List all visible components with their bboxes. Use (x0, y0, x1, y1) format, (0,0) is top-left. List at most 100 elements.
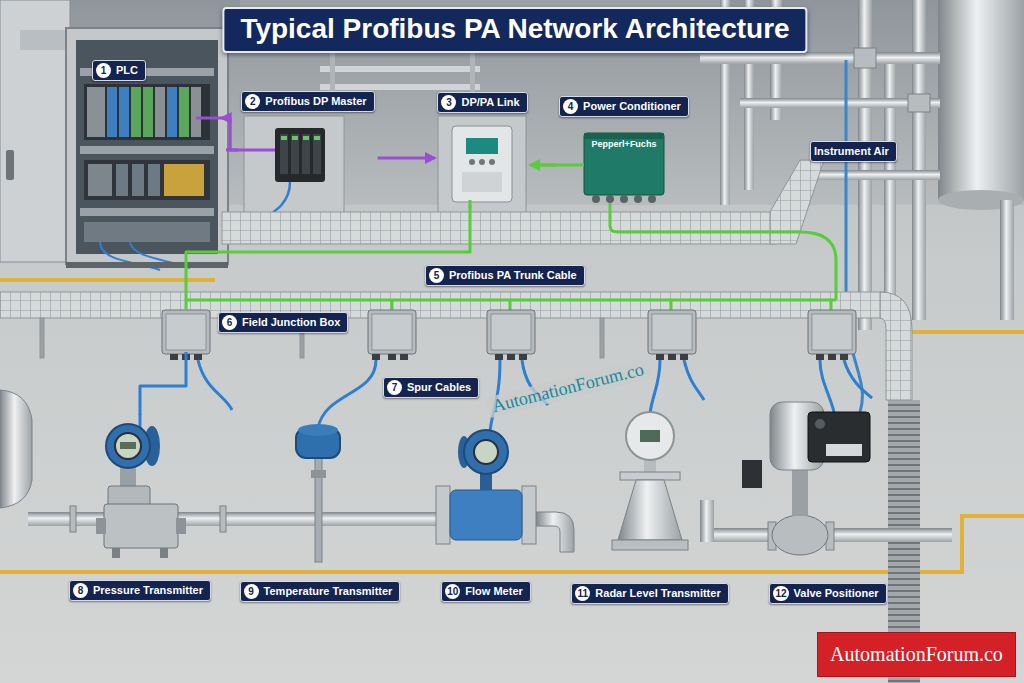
pressure-transmitter (112, 548, 120, 558)
junction-box (652, 314, 692, 350)
equipment-node: 2Profibus DP Master (238, 91, 377, 185)
pipework (800, 170, 940, 180)
callout-tag: 1 PLC (92, 60, 146, 81)
pipework (700, 0, 1024, 412)
dp-master-module (281, 136, 287, 140)
part-label: Valve Positioner (794, 586, 879, 601)
callout-label: Spur Cables (407, 380, 471, 395)
flow-meter (464, 430, 508, 474)
junction-box (680, 354, 688, 360)
radar-level-transmitter (618, 480, 682, 540)
dp-pa-link-unit (452, 126, 512, 202)
junction-box (170, 354, 178, 360)
power-conditioner-unit (584, 133, 664, 195)
dp-pa-link-unit (479, 159, 485, 165)
callout-number: 10 (445, 584, 460, 599)
equipment-node: 4Power ConditionerPepperl+Fuchs (556, 96, 692, 198)
side-cabinet (6, 150, 14, 180)
pressure-transmitter (160, 548, 168, 558)
plc-cabinet (76, 40, 218, 254)
spur-cable (140, 360, 872, 432)
plc-cabinet (116, 164, 128, 196)
plc-cabinet (131, 87, 141, 137)
temperature-transmitter (298, 424, 338, 436)
spur-cable (650, 360, 660, 414)
part-label: Flow Meter (465, 584, 522, 599)
dp-master-module (292, 136, 298, 140)
junction-box (828, 354, 836, 360)
callout-tag: 11Radar Level Transmitter (571, 583, 728, 604)
pipework (912, 0, 926, 320)
dp-pa-link-unit (462, 172, 502, 192)
junction-box (648, 310, 696, 354)
radar-level-transmitter (626, 412, 674, 460)
power-conditioner-unit (606, 195, 614, 203)
temperature-transmitter (296, 424, 340, 562)
callout-tag: 2Profibus DP Master (241, 91, 374, 112)
back-wall (320, 66, 480, 72)
junction-box (840, 354, 848, 360)
pressure-transmitter (115, 433, 141, 459)
network-connector (531, 164, 557, 167)
callout-number: 8 (73, 583, 88, 598)
junction-box (372, 314, 412, 350)
cable-tray (880, 292, 912, 400)
plc-cabinet (84, 84, 210, 140)
dp-master-module (313, 134, 321, 174)
radar-level-transmitter (640, 430, 660, 442)
valve-positioner (772, 515, 828, 555)
dp-pa-link-unit (438, 116, 526, 220)
equipment-node: 11Radar Level Transmitter (568, 405, 731, 604)
watermark-text: AutomationForum.co (490, 359, 646, 416)
plc-cabinet (80, 208, 214, 216)
junction-box (668, 354, 676, 360)
brand-text: Pepperl+Fuchs (592, 139, 657, 149)
plc-cabinet (143, 87, 153, 137)
callout-number: 11 (575, 586, 590, 601)
plc-cabinet (88, 164, 112, 196)
callout-number: 2 (245, 94, 260, 109)
cable-tray (0, 292, 884, 318)
callout-number: 5 (429, 268, 444, 283)
pipework (1000, 200, 1014, 320)
plc-cabinet (191, 87, 201, 137)
callout-tag: 4Power Conditioner (559, 96, 689, 117)
plc-cabinet (164, 164, 204, 196)
power-conditioner-unit (620, 195, 628, 203)
floor-marking (0, 278, 215, 282)
dp-master-module (314, 136, 320, 140)
callout-tag: Instrument Air (810, 141, 897, 162)
junction-box (368, 310, 416, 354)
plc-cabinet (80, 146, 214, 154)
side-cabinet (0, 0, 70, 262)
junction-box (507, 354, 515, 360)
callout-number: 6 (222, 315, 237, 330)
dp-master-module (303, 136, 309, 140)
side-cabinet (20, 30, 66, 50)
pipework (884, 60, 896, 310)
pipework (846, 60, 862, 412)
pressure-transmitter (96, 424, 186, 558)
callout-number: 9 (244, 584, 259, 599)
junction-box (400, 354, 408, 360)
plc-cabinet (66, 28, 228, 264)
part-label: Pressure Transmitter (93, 583, 203, 598)
equipment-node: 6Field Junction Box (160, 310, 354, 352)
dp-pa-link-unit (489, 159, 495, 165)
network-connector (378, 157, 435, 160)
pressure-transmitter (106, 424, 150, 468)
network-connector (222, 118, 238, 150)
callout-tag: 10 Flow Meter (441, 581, 531, 602)
callout-tag: 12Valve Positioner (769, 583, 886, 604)
flow-meter (436, 486, 450, 544)
junction-box (162, 310, 210, 354)
dp-master-module (291, 134, 299, 174)
callout-number: 1 (96, 63, 111, 78)
process-pipe (0, 390, 32, 508)
part-label: PLC (116, 63, 138, 78)
valve-positioner (742, 460, 762, 488)
junction-box (487, 310, 535, 354)
